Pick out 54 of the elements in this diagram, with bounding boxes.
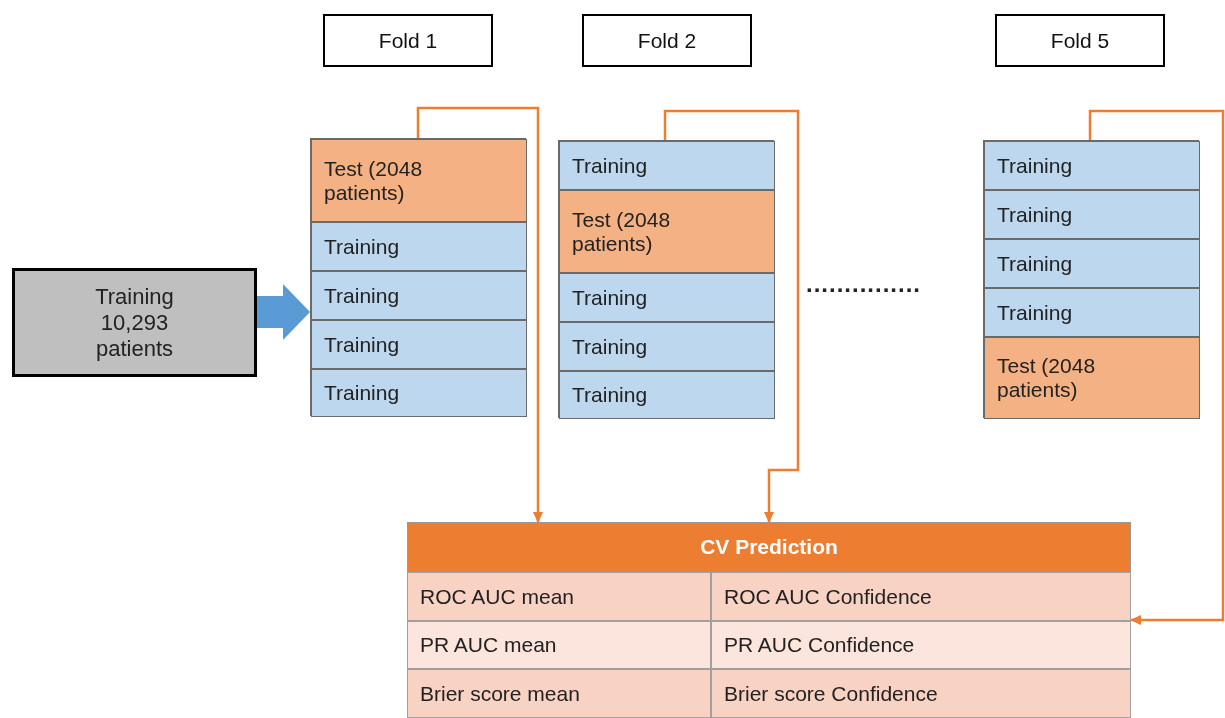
- node-label: Training 10,293 patients: [94, 283, 175, 362]
- training-split-cell: [559, 371, 775, 419]
- training-split-cell: [559, 141, 775, 190]
- table-cell: Brier score mean: [407, 669, 711, 718]
- table-cell: Brier score Confidence: [711, 669, 1131, 718]
- node-label: Training: [324, 283, 400, 308]
- connector-arrow: [663, 109, 800, 523]
- results-table-header: [407, 522, 1131, 572]
- training-split-cell: [311, 271, 527, 320]
- connector-arrow: [416, 106, 543, 523]
- training-split-cell: [559, 322, 775, 371]
- test-split-cell: [984, 337, 1200, 419]
- node-label: Training: [997, 153, 1073, 178]
- training-split-cell: [311, 369, 527, 417]
- fold-label-box: [582, 14, 752, 67]
- table-title: CV Prediction: [700, 535, 838, 559]
- node-label: Training: [324, 332, 400, 357]
- fold-stack: [983, 140, 1199, 418]
- training-split-cell: [559, 273, 775, 322]
- block-arrow: [257, 284, 310, 340]
- table-cell: PR AUC mean: [407, 621, 711, 669]
- training-split-cell: [984, 141, 1200, 190]
- table-cell: PR AUC Confidence: [711, 621, 1131, 669]
- node-label: Training: [572, 153, 648, 178]
- node-label: Test (2048 patients): [324, 156, 424, 205]
- node-label: Training: [572, 285, 648, 310]
- ellipsis-dots: ...............: [806, 270, 923, 299]
- node-label: Training: [997, 300, 1073, 325]
- node-label: Training: [324, 381, 400, 405]
- test-split-cell: [559, 190, 775, 273]
- dataset-box: [12, 268, 257, 377]
- table-cell: ROC AUC mean: [407, 572, 711, 621]
- test-split-cell: [311, 139, 527, 222]
- training-split-cell: [984, 239, 1200, 288]
- training-split-cell: [311, 320, 527, 369]
- node-label: Training: [324, 234, 400, 259]
- node-label: Fold 1: [378, 28, 438, 53]
- training-split-cell: [984, 288, 1200, 337]
- node-label: Training: [997, 251, 1073, 276]
- connector-arrow: [1088, 109, 1225, 625]
- node-label: Fold 2: [637, 28, 697, 53]
- node-label: Test (2048 patients): [997, 354, 1097, 402]
- fold-stack: [558, 140, 774, 418]
- node-label: Fold 5: [1050, 28, 1110, 53]
- training-split-cell: [984, 190, 1200, 239]
- fold-stack: [310, 138, 526, 416]
- node-label: Training: [572, 334, 648, 359]
- node-label: Training: [572, 383, 648, 407]
- fold-label-box: [323, 14, 493, 67]
- table-cell: ROC AUC Confidence: [711, 572, 1131, 621]
- node-label: Training: [997, 202, 1073, 227]
- fold-label-box: [995, 14, 1165, 67]
- training-split-cell: [311, 222, 527, 271]
- node-label: Test (2048 patients): [572, 207, 672, 256]
